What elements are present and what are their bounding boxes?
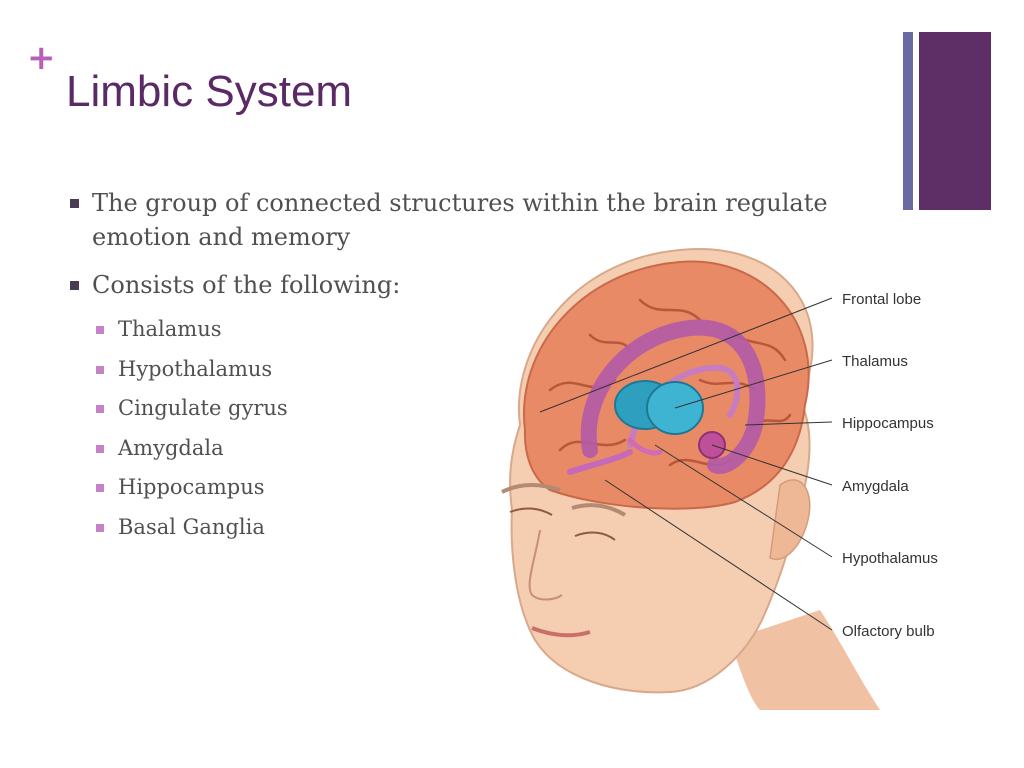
sub-bullet-text: Thalamus — [118, 317, 222, 341]
bullet-text: Consists of the following: — [92, 271, 401, 299]
sub-bullet-text: Hippocampus — [118, 475, 265, 499]
label-olfactory-bulb: Olfactory bulb — [842, 623, 935, 640]
bullet-square-icon — [70, 199, 79, 208]
eye-left — [509, 507, 553, 516]
cingulate-gyrus — [580, 319, 766, 474]
sub-bullet-item: Hippocampus — [70, 474, 880, 500]
sub-bullet-square-icon — [96, 405, 104, 413]
bullet-item: The group of connected structures within… — [70, 186, 880, 254]
label-hypothalamus: Hypothalamus — [842, 550, 938, 567]
eye-right — [574, 531, 616, 541]
sub-bullet-square-icon — [96, 326, 104, 334]
label-thalamus: Thalamus — [842, 353, 908, 370]
eyebrow-right — [571, 503, 627, 517]
sub-bullet-square-icon — [96, 484, 104, 492]
bullet-item: Consists of the following: — [70, 268, 880, 302]
ear — [769, 479, 811, 561]
bullet-text: The group of connected structures within… — [92, 189, 828, 251]
sub-bullet-square-icon — [96, 365, 104, 374]
olfactory-bulb — [567, 449, 633, 475]
nose — [528, 529, 563, 601]
sub-bullet-item: Cingulate gyrus — [70, 395, 880, 421]
decor-bar-thin — [903, 32, 913, 210]
bullet-list: The group of connected structures within… — [70, 186, 880, 553]
sub-bullet-square-icon — [96, 523, 104, 532]
label-frontal-lobe: Frontal lobe — [842, 291, 921, 308]
eyebrow-left — [501, 483, 561, 494]
label-amygdala: Amygdala — [842, 478, 909, 495]
label-hippocampus: Hippocampus — [842, 415, 934, 432]
sub-bullet-text: Cingulate gyrus — [118, 396, 288, 420]
limbic-system-diagram: Frontal lobe Thalamus Hippocampus Amygda… — [501, 248, 938, 710]
leader-lines — [539, 297, 833, 631]
plus-icon: + — [27, 38, 56, 78]
bullet-square-icon — [70, 281, 79, 290]
sub-bullet-text: Amygdala — [118, 435, 224, 460]
sub-bullet-item: Amygdala — [70, 435, 880, 461]
slide-title: Limbic System — [66, 67, 353, 116]
hypothalamus — [627, 437, 663, 456]
sub-bullet-square-icon — [96, 444, 104, 453]
sub-bullet-text: Hypothalamus — [118, 356, 273, 381]
sub-bullet-item: Hypothalamus — [70, 356, 880, 382]
decor-bar-thick — [919, 32, 991, 210]
sub-bullet-item: Basal Ganglia — [70, 514, 880, 540]
sub-bullet-item: Thalamus — [70, 316, 880, 342]
sub-bullet-text: Basal Ganglia — [118, 514, 265, 539]
mouth — [531, 626, 591, 638]
neck — [730, 610, 880, 710]
